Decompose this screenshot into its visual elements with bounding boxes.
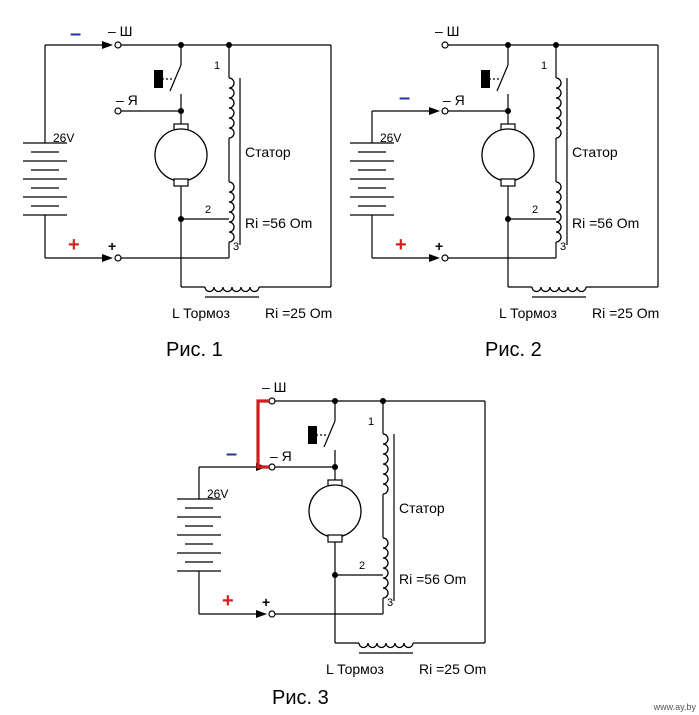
brake-coil	[358, 642, 414, 649]
tap-3-label: 3	[560, 241, 566, 253]
battery	[350, 142, 394, 216]
negative-polarity-sign: –	[226, 443, 237, 465]
stator-label: Статор	[399, 500, 445, 516]
terminal-circle	[114, 107, 122, 115]
figure-caption-3: Рис. 3	[272, 687, 329, 709]
positive-terminal-label: +	[108, 238, 116, 254]
battery	[177, 498, 221, 572]
motor-brush-bottom	[173, 178, 189, 187]
red-jumper-wire	[256, 399, 269, 469]
brake-resistance-label: Ri =25 Om	[592, 305, 659, 321]
terminal-circle	[114, 254, 122, 262]
field-terminal-label: – Ш	[262, 379, 287, 395]
stator-label: Статор	[245, 144, 291, 160]
figure-1: – Ш – Я +1 2 3 Статор Ri =56 Om L Тормоз Ri =25 …	[23, 23, 332, 361]
terminal-circle	[441, 254, 449, 262]
positive-polarity-sign: +	[68, 234, 80, 256]
switch-blade	[323, 420, 336, 448]
battery-voltage-label: 26V	[53, 131, 74, 145]
field-terminal-label: – Ш	[108, 23, 133, 39]
motor-brush-bottom	[500, 178, 516, 187]
armature-terminal-label: – Я	[116, 92, 138, 108]
stator-coil-upper	[228, 77, 235, 139]
stator-resistance-label: Ri =56 Om	[572, 215, 639, 231]
switch-blade	[496, 64, 509, 92]
positive-terminal-label: +	[262, 594, 270, 610]
tap-3-label: 3	[387, 597, 393, 609]
stator-label: Статор	[572, 144, 618, 160]
stator-coil-lower	[382, 537, 389, 599]
motor-armature-icon	[481, 128, 535, 182]
tap-1-label: 1	[214, 60, 220, 72]
brake-label: L Тормоз	[326, 661, 384, 677]
armature-terminal-label: – Я	[270, 448, 292, 464]
field-terminal-label: – Ш	[435, 23, 460, 39]
terminal-circle	[441, 41, 449, 49]
stator-resistance-label: Ri =56 Om	[245, 215, 312, 231]
arrow-head-icon	[429, 254, 440, 262]
tap-2-label: 2	[205, 204, 211, 216]
brake-resistance-label: Ri =25 Om	[419, 661, 486, 677]
stator-coil-lower	[228, 181, 235, 243]
positive-polarity-sign: +	[395, 234, 407, 256]
tap-2-label: 2	[359, 560, 365, 572]
positive-polarity-sign: +	[222, 590, 234, 612]
terminal-circle	[441, 107, 449, 115]
stator-coil-lower	[555, 181, 562, 243]
figure-3: – Ш – Я +1 2 3 Статор Ri =56 Om L Тормоз Ri =25 …	[177, 379, 486, 709]
terminal-circle	[268, 610, 276, 618]
terminal-circle	[268, 397, 276, 405]
tap-3-label: 3	[233, 241, 239, 253]
brake-coil	[204, 286, 260, 293]
brake-label: L Тормоз	[172, 305, 230, 321]
arrow-head-icon	[429, 107, 440, 115]
figure-caption-2: Рис. 2	[485, 339, 542, 361]
battery-voltage-label: 26V	[207, 487, 228, 501]
stator-resistance-label: Ri =56 Om	[399, 571, 466, 587]
brake-actuator-block	[154, 70, 163, 88]
arrow-head-icon	[102, 41, 113, 49]
armature-terminal-label: – Я	[443, 92, 465, 108]
negative-polarity-sign: –	[70, 23, 81, 45]
terminal-circle	[268, 463, 276, 471]
motor-armature-icon	[308, 484, 362, 538]
tap-1-label: 1	[368, 416, 374, 428]
stator-coil-upper	[382, 433, 389, 495]
switch-blade	[169, 64, 182, 92]
negative-polarity-sign: –	[399, 87, 410, 109]
tap-1-label: 1	[541, 60, 547, 72]
figure-caption-1: Рис. 1	[166, 339, 223, 361]
brake-actuator-block	[481, 70, 490, 88]
arrow-head-icon	[102, 254, 113, 262]
figure-2: – Ш – Я +1 2 3 Статор Ri =56 Om L Тормоз Ri =25 …	[350, 23, 659, 361]
tap-2-label: 2	[532, 204, 538, 216]
brake-coil	[531, 286, 587, 293]
arrow-head-icon	[256, 610, 267, 618]
terminal-circle	[114, 41, 122, 49]
battery	[23, 142, 67, 216]
stator-coil-upper	[555, 77, 562, 139]
watermark-text: www.ay.by	[653, 702, 697, 712]
battery-voltage-label: 26V	[380, 131, 401, 145]
motor-armature-icon	[154, 128, 208, 182]
brake-actuator-block	[308, 426, 317, 444]
brake-label: L Тормоз	[499, 305, 557, 321]
motor-brush-bottom	[327, 534, 343, 543]
brake-resistance-label: Ri =25 Om	[265, 305, 332, 321]
positive-terminal-label: +	[435, 238, 443, 254]
